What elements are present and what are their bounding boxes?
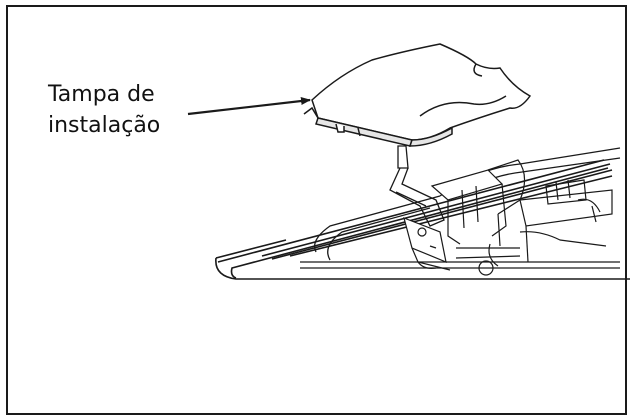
callout-line-1: Tampa de xyxy=(48,82,155,107)
leader-arrow-icon xyxy=(187,97,311,116)
housing-center xyxy=(430,159,613,276)
installation-figure: Tampa de instalação xyxy=(6,5,630,415)
support-strap xyxy=(389,145,445,227)
unit-line-drawing xyxy=(187,43,630,280)
installation-lid xyxy=(303,43,532,147)
installation-cover-label: Tampa de instalação xyxy=(48,79,208,141)
callout-line-2: instalação xyxy=(48,113,161,138)
hinge-bracket xyxy=(403,217,451,271)
